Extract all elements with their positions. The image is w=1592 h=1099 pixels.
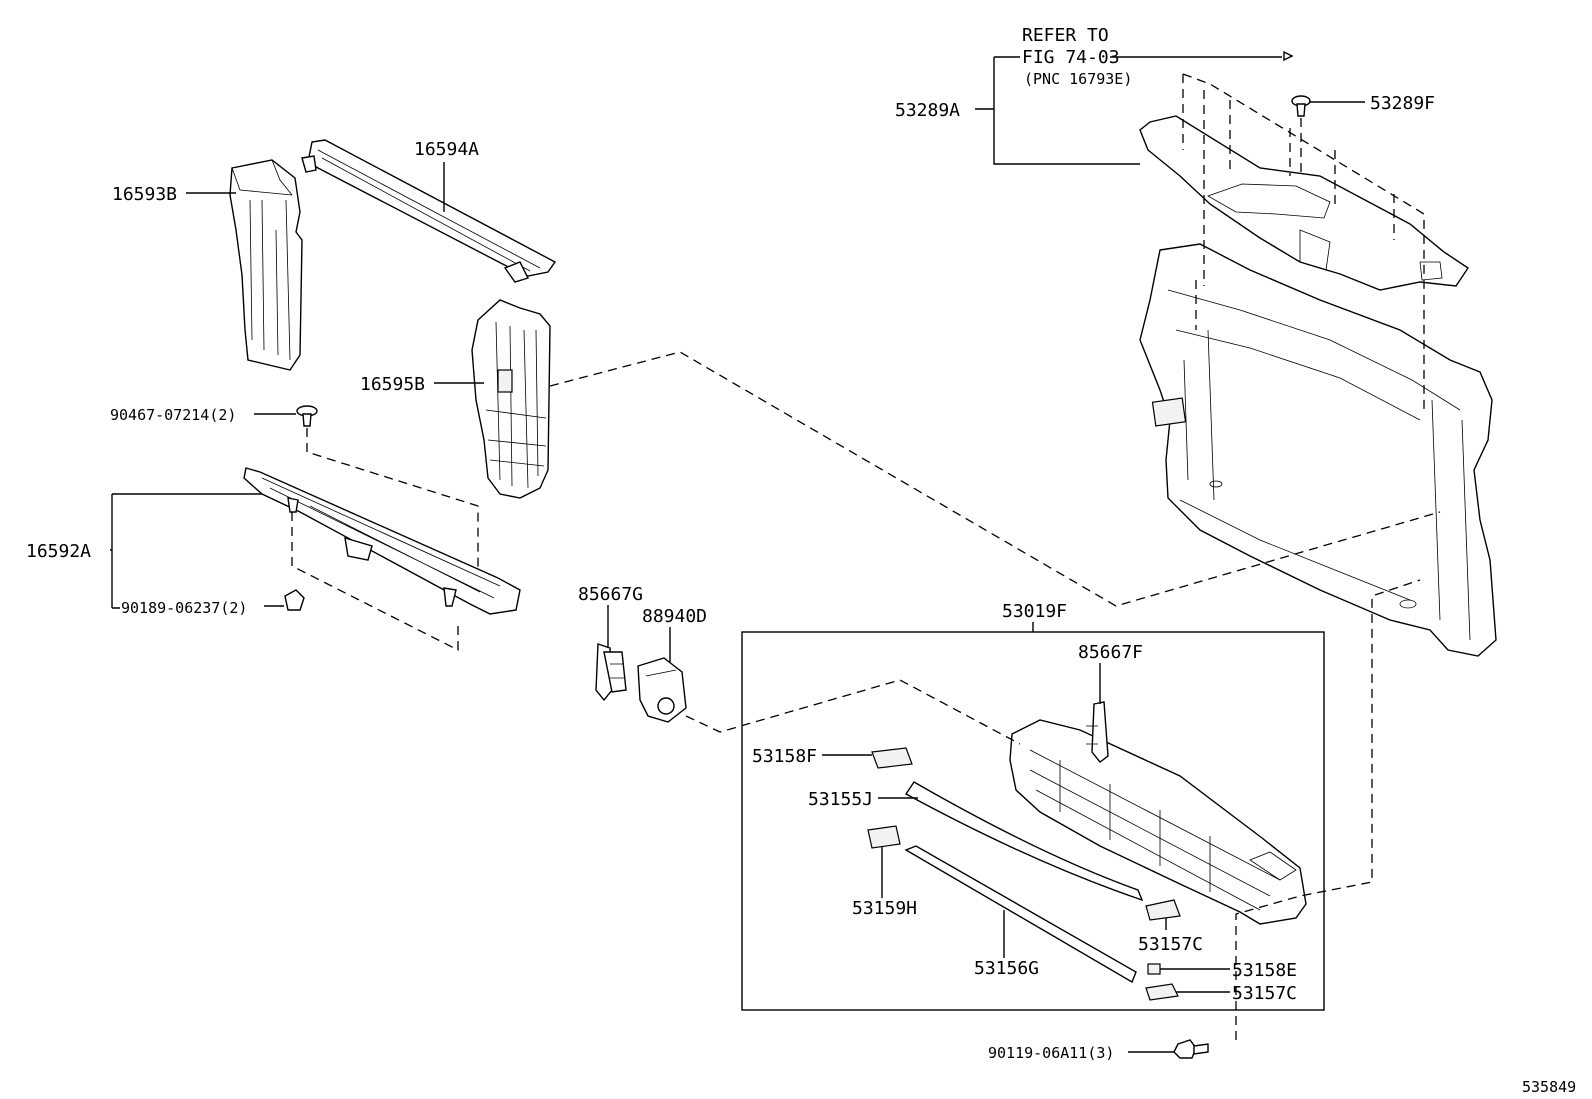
part-88940d-drawing — [637, 657, 687, 723]
part-53289a-drawing — [1139, 115, 1469, 291]
refer-note-line2: FIG 74-03 — [1022, 47, 1120, 68]
part-16595b-drawing — [471, 299, 551, 499]
label-53158f: 53158F — [752, 746, 817, 767]
refer-note-line1: REFER TO — [1022, 25, 1109, 46]
lower-support-drawing — [1009, 719, 1307, 925]
part-53157c-b-drawing — [1145, 983, 1179, 1001]
label-90119: 90119-06A11(3) — [988, 1044, 1114, 1062]
label-88940d: 88940D — [642, 606, 707, 627]
label-53289f: 53289F — [1370, 93, 1435, 114]
part-90189-drawing — [284, 589, 305, 611]
part-90119-drawing — [1173, 1039, 1209, 1059]
leader-lines — [110, 50, 1365, 1053]
label-53157c-a: 53157C — [1138, 934, 1203, 955]
label-53159h: 53159H — [852, 898, 917, 919]
part-53157c-a-drawing — [1145, 899, 1181, 921]
part-53159h-drawing — [867, 825, 901, 849]
dashed-reference-lines — [291, 73, 1441, 1040]
label-85667f: 85667F — [1078, 642, 1143, 663]
part-53158f-drawing — [871, 747, 913, 769]
part-16594a-drawing — [301, 139, 557, 283]
part-90467-drawing — [296, 405, 318, 427]
label-16595b: 16595B — [360, 374, 425, 395]
part-16592a-drawing — [243, 467, 521, 615]
diagram-id: 535849 — [1522, 1078, 1576, 1096]
label-53158e: 53158E — [1232, 960, 1297, 981]
label-53155j: 53155J — [808, 789, 873, 810]
label-53156g: 53156G — [974, 958, 1039, 979]
label-53289a: 53289A — [895, 100, 960, 121]
part-53155j-drawing — [904, 781, 1144, 902]
label-16593b: 16593B — [112, 184, 177, 205]
label-16592a: 16592A — [26, 541, 91, 562]
label-53157c-b: 53157C — [1232, 983, 1297, 1004]
part-85667g-drawing — [595, 643, 627, 702]
part-labels: REFER TO FIG 74-03 (PNC 16793E) 53289A 5… — [26, 25, 1576, 1096]
refer-note-line3: (PNC 16793E) — [1024, 70, 1132, 88]
part-85667f-drawing — [1086, 701, 1109, 763]
part-53289f-drawing — [1291, 95, 1311, 117]
label-53019f: 53019F — [1002, 601, 1067, 622]
label-85667g: 85667G — [578, 584, 643, 605]
label-90467: 90467-07214(2) — [110, 406, 236, 424]
radiator-support-drawing — [1139, 243, 1497, 657]
part-53156g-drawing — [904, 845, 1137, 984]
label-16594a: 16594A — [414, 139, 479, 160]
label-90189: 90189-06237(2) — [121, 599, 247, 617]
part-16593b-drawing — [229, 159, 303, 371]
part-53158e-drawing — [1147, 963, 1161, 975]
